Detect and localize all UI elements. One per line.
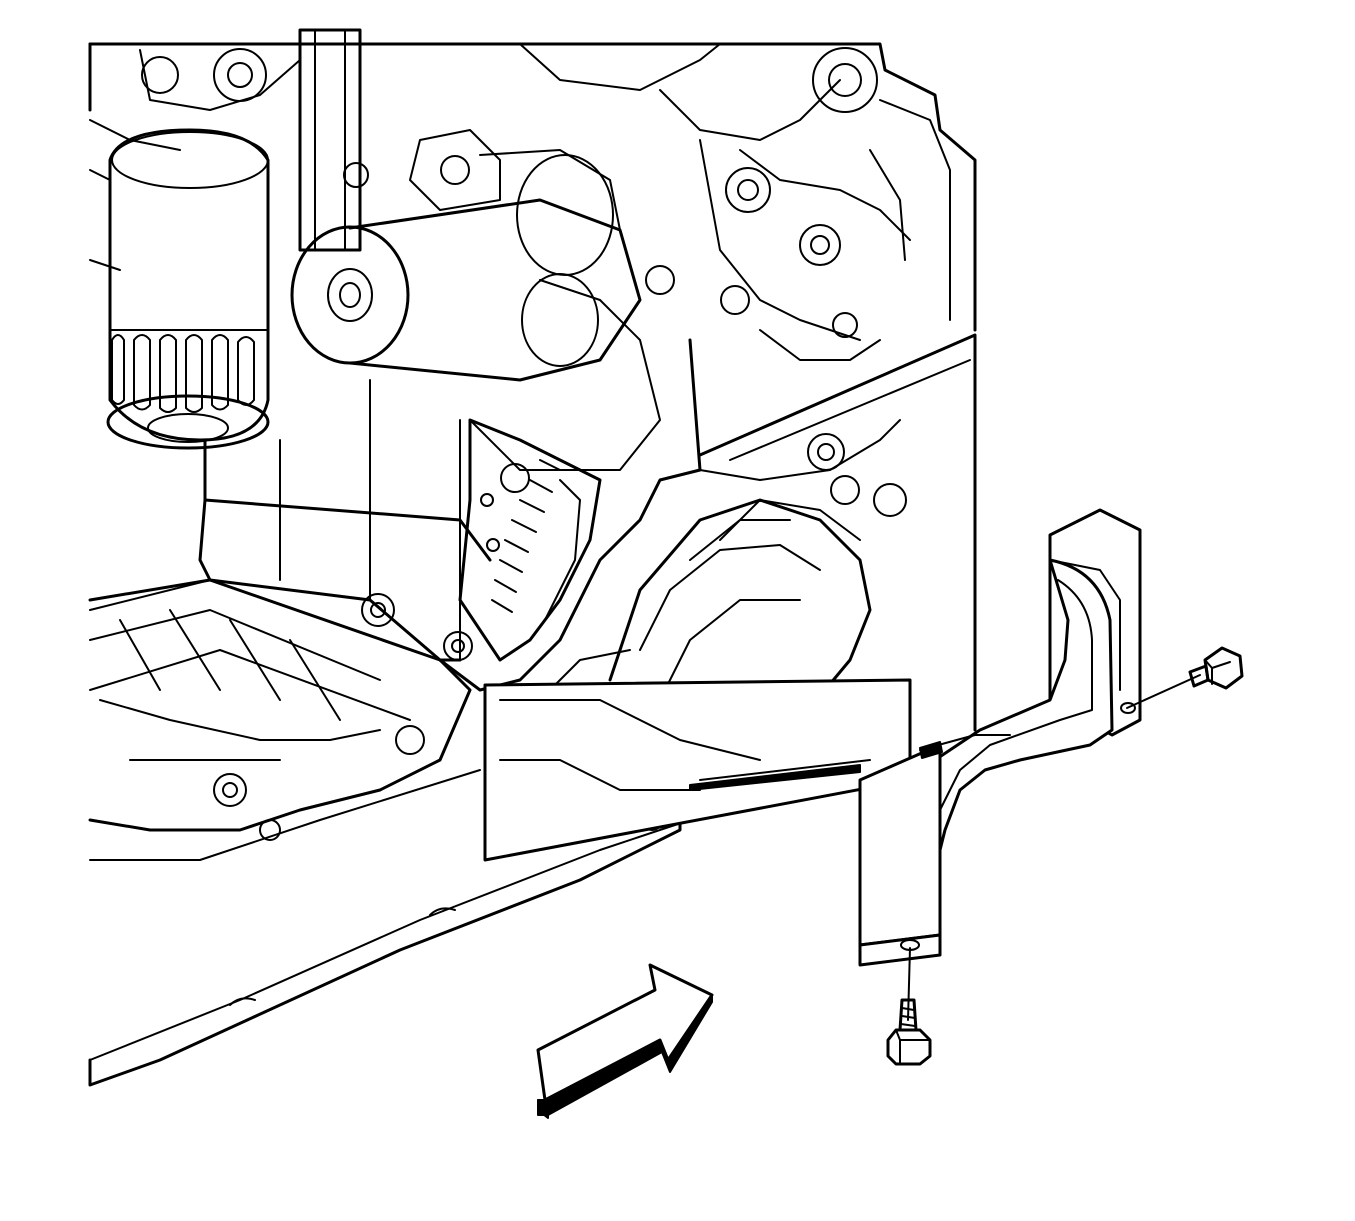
oil-filter xyxy=(106,128,270,450)
starter-motor xyxy=(290,28,675,471)
view-direction-arrow xyxy=(536,963,714,1119)
inset-callout xyxy=(483,333,977,862)
flywheel-ring-gear xyxy=(458,418,602,662)
bolt-bottom xyxy=(886,947,932,1066)
oil-pan xyxy=(88,379,691,1087)
bolt-side xyxy=(1126,646,1244,709)
engine-block xyxy=(88,42,977,782)
brace-bracket xyxy=(858,508,1142,967)
